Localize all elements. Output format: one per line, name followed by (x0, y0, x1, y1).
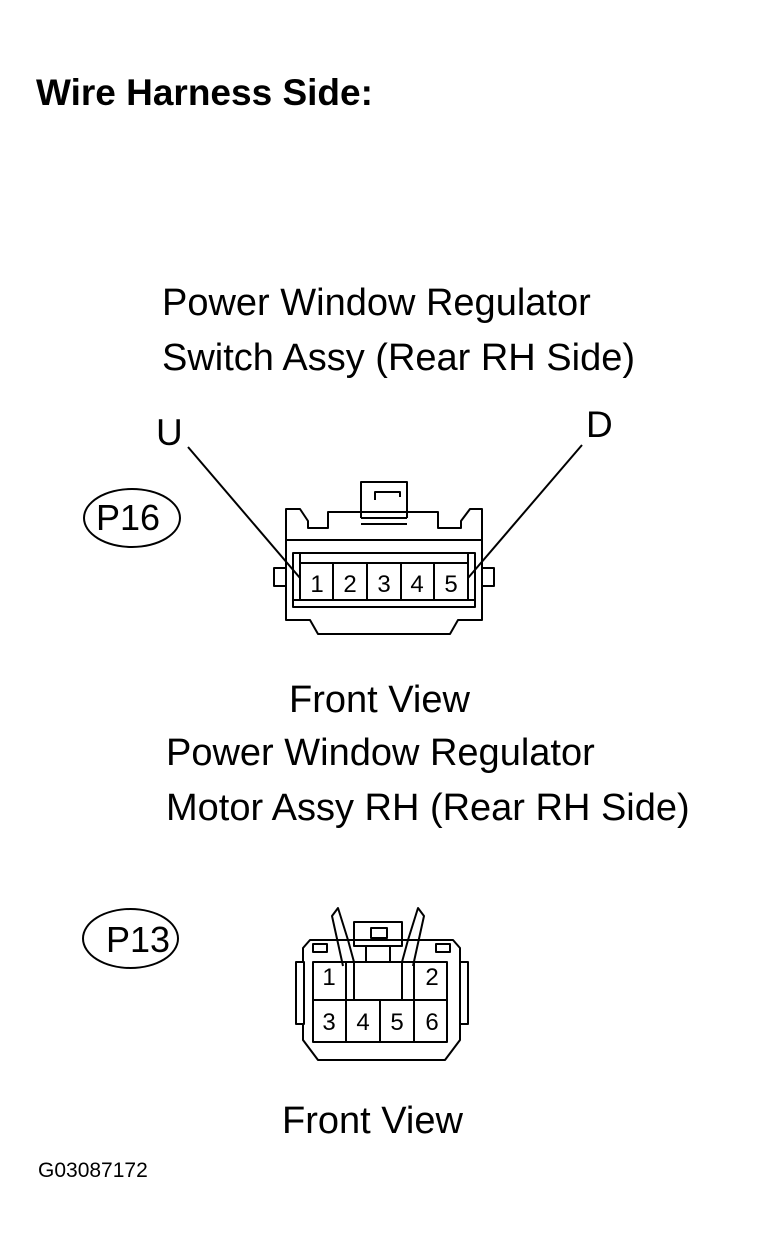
connector-1-pin: 4 (410, 571, 423, 598)
page-title: Wire Harness Side: (36, 72, 373, 113)
connector-2-pin: 4 (356, 1009, 369, 1036)
connector-2-pin: 6 (425, 1009, 438, 1036)
connector-2-name-line-1: Power Window Regulator (166, 732, 595, 774)
connector-2-pin: 5 (390, 1009, 403, 1036)
connector-2-code: P13 (106, 919, 171, 960)
connector-1-housing (273, 481, 495, 635)
connector-2-view-label: Front View (282, 1100, 463, 1142)
connector-1-pin: 3 (377, 571, 390, 598)
connector-2-pin: 1 (322, 964, 335, 991)
connector-1-name-line-2: Switch Assy (Rear RH Side) (162, 337, 636, 379)
connector-1-code: P16 (96, 497, 161, 538)
connector-1-terminal-label-d: D (586, 404, 613, 445)
connector-1-code-badge: P16 (83, 488, 181, 548)
connector-1-name-line-1: Power Window Regulator (162, 282, 591, 324)
connector-1-terminal-label-u: U (156, 412, 183, 453)
connector-2-pin: 2 (425, 964, 438, 991)
connector-1-leader-u (187, 446, 301, 579)
figure-id: G03087172 (38, 1159, 148, 1182)
connector-2-housing (295, 907, 469, 1061)
connector-1-view-label: Front View (289, 679, 470, 721)
connector-2-code-badge: P13 (82, 908, 179, 969)
connector-1-pin: 2 (343, 571, 356, 598)
connector-1-pin: 5 (444, 571, 457, 598)
connector-1-leader-d (467, 444, 583, 579)
connector-2-pin: 3 (322, 1009, 335, 1036)
connector-2-name-line-2: Motor Assy RH (Rear RH Side) (166, 787, 690, 829)
connector-1-pin: 1 (310, 571, 323, 598)
